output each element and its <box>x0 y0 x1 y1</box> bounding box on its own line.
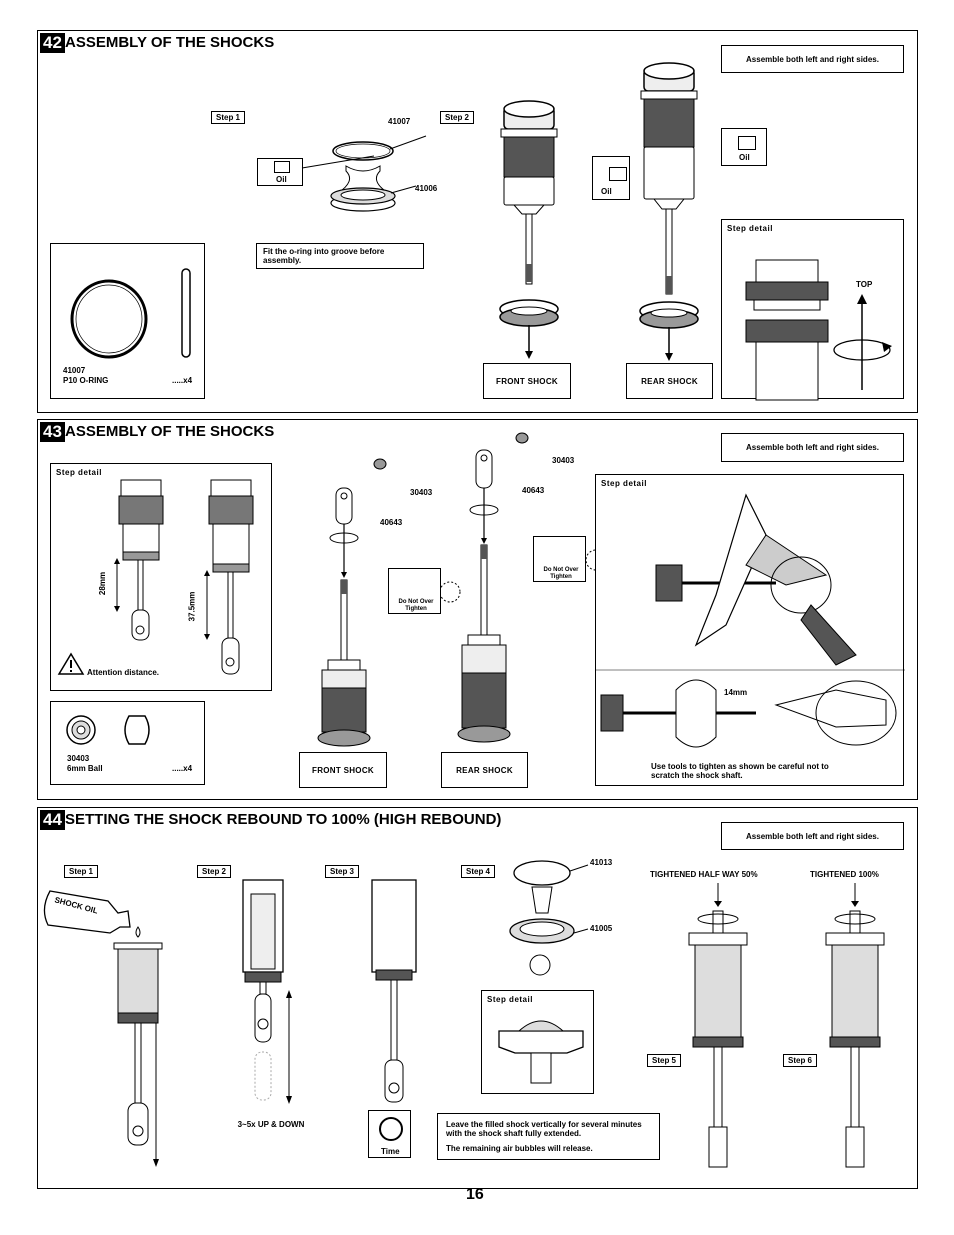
part-label-41005: 41005 <box>590 924 613 933</box>
oil-label: Oil <box>739 153 750 162</box>
part-label-41013: 41013 <box>590 858 613 867</box>
do-not-over-tighten-label: Do Not Over Tighten <box>398 599 434 612</box>
oil-label: Oil <box>601 187 612 196</box>
oil-icon <box>274 161 290 173</box>
section-43: 43 ASSEMBLY OF THE SHOCKS Assemble both … <box>37 419 918 800</box>
half-tightened-shock-drawing <box>688 883 748 1168</box>
section-44: 44 SETTING THE SHOCK REBOUND TO 100% (HI… <box>37 807 918 1189</box>
parts-box-part-number: 41007 <box>63 366 86 375</box>
rear-shock-label: REAR SHOCK <box>441 752 528 788</box>
do-not-over-tighten-label: Do Not Over Tighten <box>543 567 579 580</box>
step-detail-tool-box: Step detail 14mm Use tools to tighten as… <box>595 474 905 786</box>
do-not-over-tighten-callout-rear: Do Not Over Tighten <box>533 536 586 582</box>
oil-icon <box>738 136 756 150</box>
front-shock-label: FRONT SHOCK <box>483 363 571 399</box>
step-3-label: Step 3 <box>325 865 360 878</box>
do-not-over-tighten-callout-front: Do Not Over Tighten <box>388 568 441 614</box>
section-number: 42 <box>40 33 65 53</box>
front-shock-body-drawing <box>499 100 559 359</box>
step-detail-label: Step detail <box>727 224 773 233</box>
oil-callout-2: Oil <box>592 156 630 200</box>
assemble-note: Assemble both left and right sides. <box>721 822 904 850</box>
step-2-label: Step 2 <box>197 865 232 878</box>
step-6-label: Step 6 <box>783 1054 818 1067</box>
parts-box-part-name: 6mm Ball <box>67 764 103 773</box>
shock-oil-bottle-drawing <box>43 890 163 1167</box>
clock-icon <box>379 1117 403 1141</box>
assemble-note: Assemble both left and right sides. <box>721 45 904 73</box>
parts-box-oring: 41007 P10 O-RING .....x4 <box>50 243 205 399</box>
oil-callout-3: Oil <box>721 128 767 166</box>
full-tightened-shock-drawing <box>825 883 885 1168</box>
step-detail-drawing <box>745 259 892 401</box>
distance-28mm: 28mm <box>98 571 108 596</box>
section-42: 42 ASSEMBLY OF THE SHOCKS Assemble both … <box>37 30 918 413</box>
step-4-label: Step 4 <box>461 865 496 878</box>
oring-collar-drawing <box>330 135 427 212</box>
tightened-half-label: TIGHTENED HALF WAY 50% <box>650 870 758 879</box>
step-1-label: Step 1 <box>64 865 99 878</box>
part-label-41007: 41007 <box>388 117 411 126</box>
section-title: SETTING THE SHOCK REBOUND TO 100% (HIGH … <box>65 811 502 828</box>
section-title: ASSEMBLY OF THE SHOCKS <box>65 423 275 440</box>
time-callout: Time <box>368 1110 411 1158</box>
parts-box-part-number: 30403 <box>67 754 90 763</box>
step-detail-cap-box: Step detail <box>481 990 594 1094</box>
leave-note-line-2: The remaining air bubbles will release. <box>446 1144 593 1153</box>
oil-leader-line <box>301 155 375 169</box>
attention-label: Attention distance. <box>87 668 160 677</box>
updown-label: 3~5x UP & DOWN <box>237 1120 305 1129</box>
page-number: 16 <box>466 1186 484 1203</box>
parts-box-part-name: P10 O-RING <box>63 376 109 385</box>
step-5-label: Step 5 <box>647 1054 682 1067</box>
top-label: TOP <box>856 280 873 289</box>
step-1-label: Step 1 <box>211 111 246 124</box>
distance-37-5mm: 37.5mm <box>187 591 197 622</box>
tool-detail-drawing <box>596 493 905 748</box>
parts-box-quantity: .....x4 <box>172 376 193 385</box>
tool-note: Use tools to tighten as shown be careful… <box>651 762 829 780</box>
oil-callout-1: Oil <box>257 158 303 186</box>
section-number: 43 <box>40 422 65 442</box>
step-detail-box: Step detail TOP <box>721 219 904 401</box>
step-detail-label: Step detail <box>56 468 102 477</box>
step-detail-label: Step detail <box>487 995 533 1004</box>
rear-shock-body-drawing <box>639 62 699 361</box>
rear-shock-label: REAR SHOCK <box>626 363 713 399</box>
tightened-full-label: TIGHTENED 100% <box>810 870 879 879</box>
front-shock-label: FRONT SHOCK <box>299 752 387 788</box>
settle-shock-drawing <box>371 879 417 1103</box>
cap-diaphragm-drawing <box>509 860 589 976</box>
distance-drawing <box>57 479 254 675</box>
part-label-40643-rear: 40643 <box>522 486 545 495</box>
rod-end-assembly-drawing <box>317 432 607 747</box>
parts-box-quantity: .....x4 <box>172 764 193 773</box>
parts-box-ball: 30403 6mm Ball .....x4 <box>50 701 205 785</box>
assemble-note: Assemble both left and right sides. <box>721 433 904 462</box>
leave-vertical-note: Leave the filled shock vertically for se… <box>437 1113 660 1160</box>
14mm-label: 14mm <box>724 688 748 697</box>
bleed-shock-drawing <box>242 879 292 1104</box>
part-label-40643-front: 40643 <box>380 518 403 527</box>
time-label: Time <box>381 1147 400 1156</box>
oil-icon <box>609 167 627 181</box>
part-label-30403-front: 30403 <box>410 488 433 497</box>
ball-part-icon <box>66 715 150 745</box>
section-number: 44 <box>40 810 65 830</box>
part-label-30403-rear: 30403 <box>552 456 575 465</box>
step-detail-distance-box: Step detail 28mm 37.5mm Attention dist <box>50 463 272 691</box>
leave-note-line-1: Leave the filled shock vertically for se… <box>446 1120 642 1138</box>
fit-note: Fit the o-ring into groove before assemb… <box>256 243 424 269</box>
cap-detail-drawing <box>498 1020 584 1084</box>
section-title: ASSEMBLY OF THE SHOCKS <box>65 34 275 51</box>
oring-part-icon <box>70 268 191 359</box>
part-label-41006: 41006 <box>415 184 438 193</box>
step-detail-label: Step detail <box>601 479 647 488</box>
oil-label: Oil <box>276 175 287 184</box>
step-2-label: Step 2 <box>440 111 475 124</box>
